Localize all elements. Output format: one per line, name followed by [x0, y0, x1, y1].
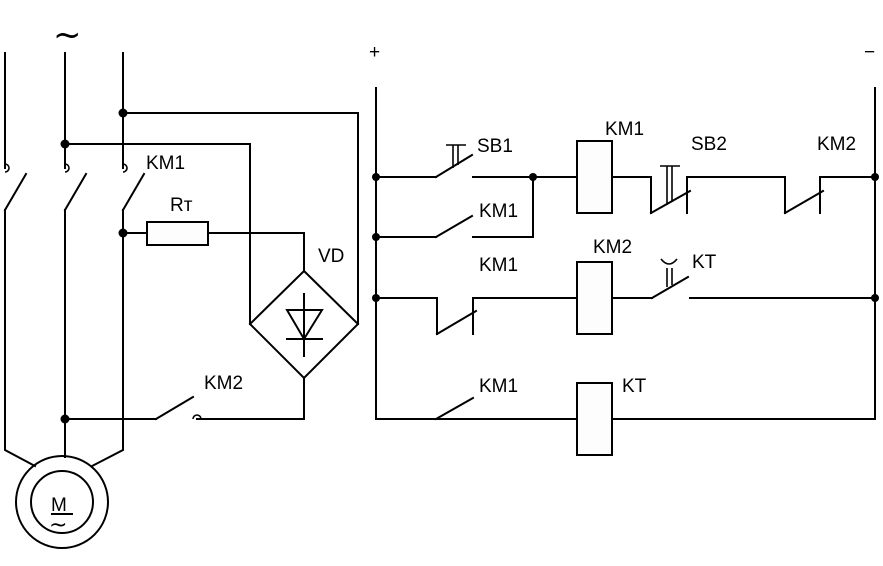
contact-arc-b [64, 163, 70, 173]
timer-icon [660, 258, 678, 287]
motor-lead-a [4, 209, 37, 468]
km1-coil [576, 140, 613, 214]
control-circuit: + − SB1 KM1 KM1 [369, 42, 879, 456]
junction-dot [60, 414, 70, 424]
km2-coil [576, 261, 613, 335]
km1-holding-label: KM1 [479, 201, 518, 222]
ac-supply-symbol: ~ [53, 15, 82, 55]
power-circuit: ~ KM1 Rт [3, 15, 360, 549]
junction-dot [871, 294, 879, 302]
sb2-label: SB2 [691, 134, 727, 155]
contact-arc-km2 [192, 414, 202, 420]
positive-rail [375, 87, 475, 420]
km1-nc-contact [435, 309, 478, 336]
rectifier-feed-b [64, 143, 251, 325]
rectifier-output-wire [196, 377, 305, 420]
positive-rail-label: + [369, 42, 380, 63]
rung-2: KM1 KM2 KT [372, 237, 879, 336]
motor-icon: M ~ [15, 455, 109, 549]
km2-nc-contact [783, 189, 825, 215]
km1-main-label: KM1 [146, 153, 185, 174]
km2-coil-label: KM2 [593, 237, 632, 258]
kt-coil [576, 382, 613, 456]
km1-coil-label: KM1 [605, 119, 644, 140]
km1-main-contacts [3, 172, 146, 212]
kt-coil-label: KT [622, 376, 647, 397]
motor-lead-c [90, 209, 124, 468]
resistor-to-rectifier [207, 232, 305, 272]
km2-nc-label: KM2 [817, 134, 856, 155]
pushbutton-icon [446, 144, 466, 168]
motor-ac-symbol: ~ [49, 513, 67, 538]
negative-rail-label: − [864, 42, 875, 63]
rectifier-label: VD [318, 246, 344, 267]
junction-dot [871, 173, 879, 181]
resistor-label: Rт [170, 195, 193, 216]
kt-timer-contact [650, 275, 690, 300]
km1-no-contact [434, 396, 475, 421]
resistor-rt [146, 221, 209, 246]
km2-brake-label: KM2 [204, 373, 243, 394]
rectifier-feed-c [122, 112, 359, 325]
diode-icon [285, 293, 324, 357]
km2-brake-contact [154, 395, 195, 421]
contact-arc-c [122, 163, 128, 173]
motor-letter: M [51, 495, 67, 516]
sb2-pushbutton-contact [649, 189, 692, 215]
sb1-pushbutton-contact [434, 153, 474, 179]
km1-no-label: KM1 [479, 376, 518, 397]
pushbutton-icon [660, 165, 680, 205]
negative-rail [611, 87, 876, 420]
kt-contact-label: KT [692, 252, 717, 273]
sb1-label: SB1 [477, 136, 513, 157]
km1-holding-contact [434, 214, 474, 239]
km1-nc-label: KM1 [479, 255, 518, 276]
rung-1: SB1 KM1 KM1 SB2 [372, 119, 879, 241]
rung-3: KM1 KT [434, 376, 647, 456]
contact-arc-a [4, 163, 10, 173]
